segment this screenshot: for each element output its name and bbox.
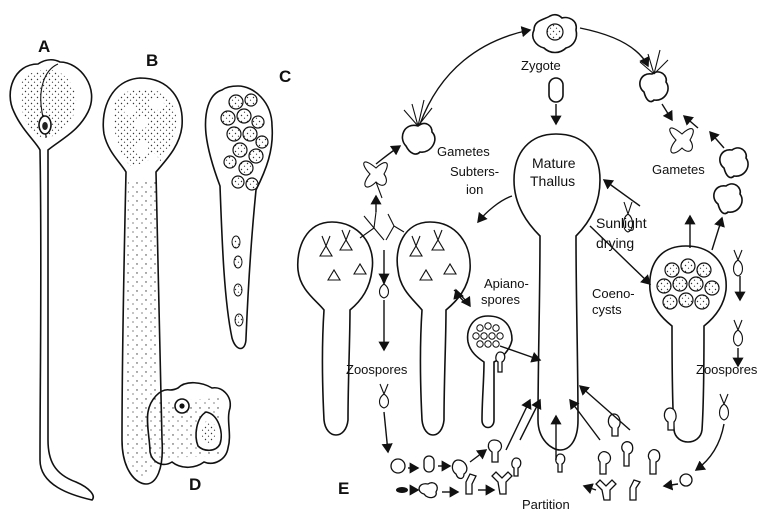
panel-letter-b: B bbox=[146, 51, 158, 70]
gamete-swarm-left bbox=[360, 212, 404, 240]
panel-e-cycle: Zygote Mature Thallus bbox=[298, 15, 758, 512]
zoospores-left: Zoospores bbox=[346, 274, 408, 408]
label-apiano-1: Apiano- bbox=[484, 276, 529, 291]
coenocyst-thallus: Coeno- cysts bbox=[592, 246, 726, 442]
panel-letter-c: C bbox=[279, 67, 291, 86]
label-coeno-1: Coeno- bbox=[592, 286, 635, 301]
dark-spore bbox=[396, 487, 408, 493]
label-thallus: Thallus bbox=[530, 173, 575, 189]
label-subtersion-2: ion bbox=[466, 182, 483, 197]
label-gametes-left: Gametes bbox=[437, 144, 490, 159]
label-mature: Mature bbox=[532, 155, 576, 171]
label-zoospores-left: Zoospores bbox=[346, 362, 408, 377]
label-apiano-2: spores bbox=[481, 292, 521, 307]
panel-d-cell: D bbox=[147, 383, 230, 494]
label-gametes-right: Gametes bbox=[652, 162, 705, 177]
zygote-cell: Zygote bbox=[521, 15, 577, 124]
coenocyst-cluster bbox=[221, 94, 268, 326]
label-subtersion-1: Subters- bbox=[450, 164, 499, 179]
label-sunlight: Sunlight bbox=[596, 215, 647, 231]
mature-thallus: Mature Thallus bbox=[514, 134, 600, 450]
label-zoospores-right: Zoospores bbox=[696, 362, 758, 377]
panel-a-cell: A bbox=[10, 37, 93, 500]
panel-letter-a: A bbox=[38, 37, 50, 56]
panel-letter-d: D bbox=[189, 475, 201, 494]
label-coeno-2: cysts bbox=[592, 302, 622, 317]
label-partition: Partition bbox=[522, 497, 570, 512]
panel-c-cell: C bbox=[206, 67, 292, 349]
label-zygote: Zygote bbox=[521, 58, 561, 73]
panel-letter-e: E bbox=[338, 479, 349, 498]
germlings-row bbox=[391, 352, 692, 500]
